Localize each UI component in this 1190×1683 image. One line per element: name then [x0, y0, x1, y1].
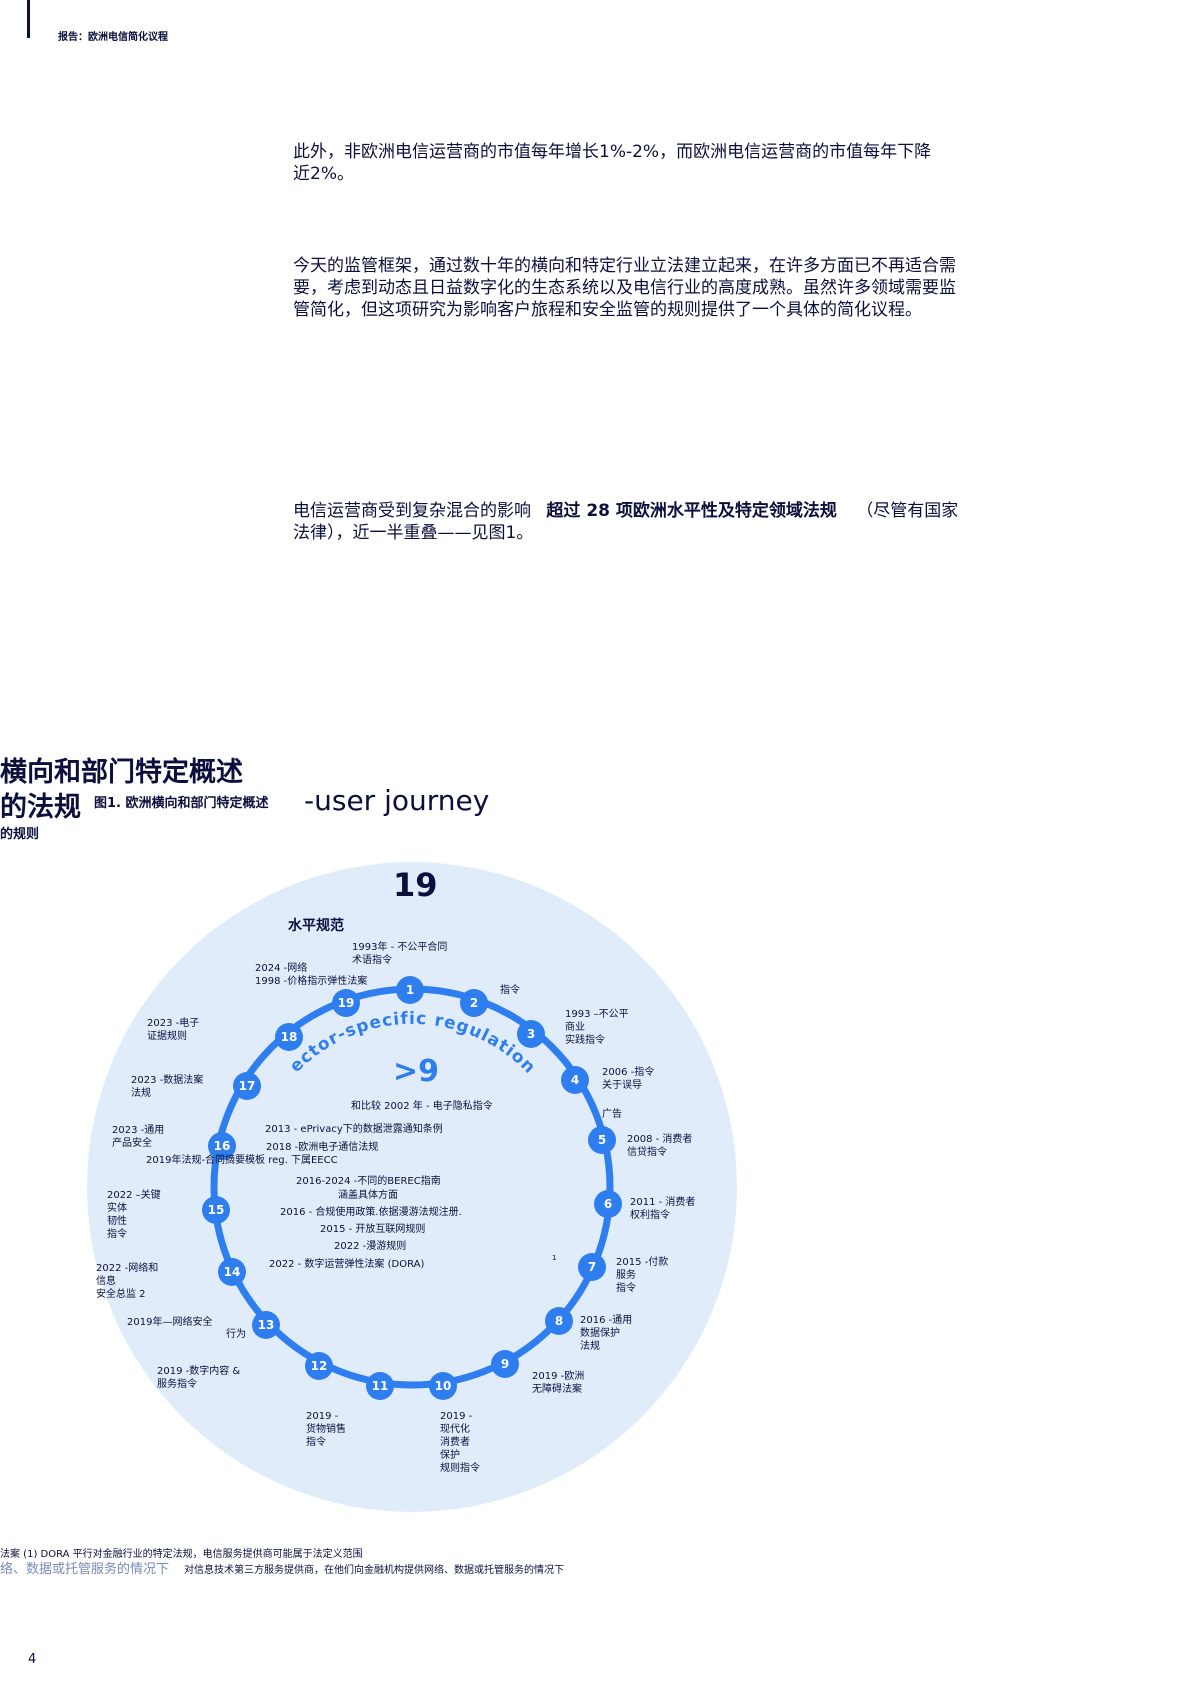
- ring-node-8: 8: [545, 1307, 573, 1335]
- ring-node-9: 9: [491, 1350, 519, 1378]
- inner-label-9: 2022 -漫游规则: [334, 1241, 407, 1252]
- paragraph-3-line-2: 法律），近一半重叠——见图1。: [293, 523, 534, 543]
- paragraph-2-line-2: 要，考虑到动态且日益数字化的生态系统以及电信行业的高度成熟。虽然许多领域需要监: [293, 278, 956, 298]
- ring-node-19: 19: [332, 989, 360, 1017]
- paragraph-2-line-1: 今天的监管框架，通过数十年的横向和特定行业立法建立起来，在许多方面已不再适合需: [293, 256, 956, 276]
- ring-node-17: 17: [233, 1072, 261, 1100]
- outer-label-7: 2015 -付款 服务 指令: [616, 1257, 669, 1294]
- figure-title-line-1: 横向和部门特定概述: [0, 757, 243, 788]
- ring-node-18: 18: [275, 1023, 303, 1051]
- ring-node-1: 1: [396, 976, 424, 1004]
- footnote-line-2b: 对信息技术第三方服务提供商，在他们向金融机构提供网络、数据或托管服务的情况下: [184, 1565, 564, 1576]
- paragraph-3-prefix: 电信运营商受到复杂混合的影响: [293, 501, 531, 521]
- inner-label-5: 2016-2024 -不同的BEREC指南: [296, 1176, 441, 1187]
- figure-caption: 图1. 欧洲横向和部门特定概述: [94, 796, 269, 811]
- outer-label-14: 2022 -网络和 信息 安全总监 2: [96, 1263, 159, 1300]
- inner-label-3: 2018 -欧洲电子通信法规: [266, 1142, 379, 1153]
- header-title: 报告：欧洲电信简化议程: [58, 32, 168, 43]
- footnote-line-2a: 络、数据或托管服务的情况下: [0, 1562, 170, 1577]
- footnote-line-1: 法案 (1) DORA 平行对金融行业的特定法规，电信服务提供商可能属于法定义范…: [0, 1549, 363, 1560]
- ring-node-12: 12: [305, 1352, 333, 1380]
- inner-label-7: 2016 - 合规使用政策.依据漫游法规注册.: [280, 1207, 462, 1218]
- outer-label-18: 2023 -电子 证据规则: [147, 1018, 200, 1042]
- outer-label-16: 2023 -通用 产品安全: [112, 1125, 165, 1149]
- outer-label-19: 2024 -网络 1998 -价格指示弹性法案: [255, 963, 368, 987]
- outer-label-12: 2019 -数字内容 & 服务指令: [157, 1366, 241, 1390]
- ring-node-6: 6: [594, 1190, 622, 1218]
- paragraph-3-suffix: （尽管有国家: [856, 501, 959, 521]
- outer-label-4: 2006 -指令 关于误导: [602, 1067, 655, 1091]
- outer-label-6: 2011 - 消费者 权利指令: [630, 1197, 696, 1221]
- paragraph-1-line-1: 此外，非欧洲电信运营商的市值每年增长1%-2%，而欧洲电信运营商的市值每年下降: [293, 142, 932, 162]
- inner-label-2: 2013 - ePrivacy下的数据泄露通知条例: [265, 1124, 443, 1135]
- outer-label-2: 指令: [500, 985, 520, 996]
- outer-label-13: 2019年—网络安全: [127, 1317, 213, 1328]
- inner-label-8: 2015 - 开放互联网规则: [320, 1224, 426, 1235]
- outer-label-8: 2016 -通用 数据保护 法规: [580, 1315, 633, 1352]
- paragraph-3-line-1: 电信运营商受到复杂混合的影响 超过 28 项欧洲水平性及特定领域法规 （尽管有国…: [293, 500, 1053, 522]
- paragraph-2-line-3: 管简化，但这项研究为影响客户旅程和安全监管的规则提供了一个具体的简化议程。: [293, 300, 922, 320]
- inner-label-1: 和比较 2002 年 - 电子隐私指令: [351, 1101, 493, 1112]
- ring-node-5: 5: [588, 1126, 616, 1154]
- horizontal-count: 19: [393, 866, 438, 904]
- horizontal-regulations-circle: [87, 862, 737, 1512]
- figure-title-line-2: 的法规: [0, 792, 81, 823]
- ring-node-16: 16: [208, 1132, 236, 1160]
- paragraph-3-bold: 超过 28 项欧洲水平性及特定领域法规: [546, 501, 837, 521]
- header-rule: [27, 0, 30, 38]
- outer-label-5: 2008 - 消费者 信贷指令: [627, 1134, 693, 1158]
- ring-node-11: 11: [366, 1372, 394, 1400]
- ring-node-14: 14: [218, 1258, 246, 1286]
- outer-label-11: 2019 - 货物销售 指令: [306, 1411, 346, 1448]
- paragraph-1: 此外，非欧洲电信运营商的市值每年增长1%-2%，而欧洲电信运营商的市值每年下降 …: [293, 141, 1053, 185]
- outer-label-13b: 行为: [226, 1329, 246, 1340]
- outer-label-1: 1993年 - 不公平合同 术语指令: [352, 942, 448, 966]
- outer-label-4b: 广告: [602, 1109, 622, 1120]
- paragraph-3: 电信运营商受到复杂混合的影响 超过 28 项欧洲水平性及特定领域法规 （尽管有国…: [293, 500, 1053, 544]
- inner-label-4: 2019年法规-合同摘要模板 reg. 下属EECC: [146, 1155, 338, 1166]
- figure-user-journey: -user journey: [304, 784, 490, 817]
- outer-label-10: 2019 - 现代化 消费者 保护 规则指令: [440, 1411, 480, 1474]
- ring-node-2: 2: [460, 989, 488, 1017]
- inner-label-6: 涵盖具体方面: [338, 1190, 398, 1201]
- horizontal-label: 水平规范: [288, 918, 344, 934]
- outer-label-9: 2019 -欧洲 无障碍法案: [532, 1371, 585, 1395]
- ring-node-4: 4: [561, 1066, 589, 1094]
- figure-subtitle: 的规则: [0, 827, 40, 842]
- ring-node-7: 7: [578, 1253, 606, 1281]
- inner-label-10: 2022 - 数字运营弹性法案 (DORA): [269, 1259, 425, 1270]
- outer-label-17: 2023 -数据法案 法规: [131, 1075, 204, 1099]
- ring-node-10: 10: [429, 1372, 457, 1400]
- paragraph-1-line-2: 近2%。: [293, 164, 354, 184]
- sector-count: >9: [393, 1054, 440, 1089]
- footnote-mark: 1: [552, 1254, 557, 1262]
- ring-node-15: 15: [202, 1196, 230, 1224]
- page-number: 4: [28, 1652, 37, 1667]
- outer-label-15: 2022 –关键 实体 韧性 指令: [107, 1190, 161, 1240]
- outer-label-3: 1993 –不公平 商业 实践指令: [565, 1009, 629, 1046]
- ring-node-13: 13: [252, 1311, 280, 1339]
- ring-node-3: 3: [517, 1020, 545, 1048]
- regulation-ring-diagram: Sector-specific regulations: [0, 860, 737, 1512]
- paragraph-2: 今天的监管框架，通过数十年的横向和特定行业立法建立起来，在许多方面已不再适合需 …: [293, 255, 1053, 321]
